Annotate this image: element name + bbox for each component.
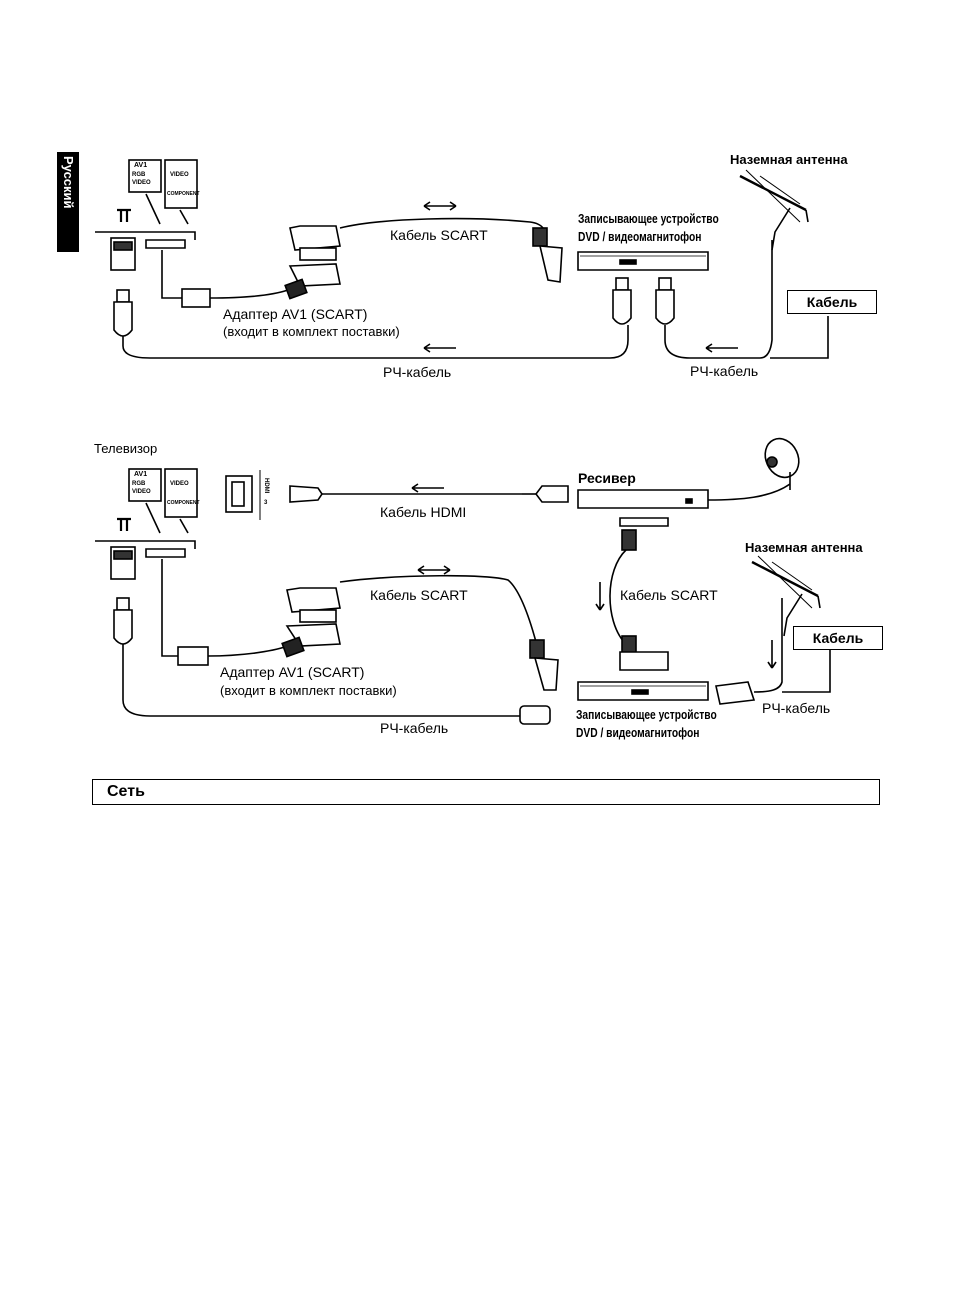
cable-box-1-label: Кабель	[806, 294, 858, 310]
cable-box-1: Кабель	[787, 290, 877, 314]
network-section-header: Сеть	[92, 779, 880, 805]
tv-label: Телевизор	[94, 441, 158, 456]
panel-video-label-1b: VIDEO	[170, 172, 189, 178]
panel-component-label-1: COMPONENT	[167, 191, 200, 197]
av1-label-plate-1	[128, 159, 162, 193]
rf-cable-label-1-right: РЧ-кабель	[690, 363, 759, 379]
language-tab-label: Русский	[61, 156, 76, 209]
panel-component-label-2: COMPONENT	[167, 500, 200, 506]
terrestrial-antenna-label-1: Наземная антенна	[730, 152, 848, 167]
adapter-label-2-line2: (входит в комплект поставки)	[220, 683, 397, 698]
scart-cable-label-2-left: Кабель SCART	[370, 587, 468, 603]
panel-hdmi-number: 3	[264, 500, 268, 506]
panel-av1-label-2: AV1	[134, 471, 148, 478]
recorder-label-1-line2: DVD / видеомагнитофон	[578, 230, 702, 244]
rf-cable-label-1-left: РЧ-кабель	[383, 364, 452, 380]
panel-rgb-label-1: RGB	[132, 172, 146, 178]
video-component-plate-1	[164, 159, 198, 209]
rf-cable-label-2-left: РЧ-кабель	[380, 720, 449, 736]
scart-cable-label-1: Кабель SCART	[390, 227, 488, 243]
recorder-label-2-line1: Записывающее устройство	[576, 708, 717, 722]
recorder-label-2-line2: DVD / видеомагнитофон	[576, 726, 700, 740]
scart-cable-label-2-right: Кабель SCART	[620, 587, 718, 603]
panel-av1-label-1: AV1	[134, 162, 148, 169]
panel-video-label-1a: VIDEO	[132, 180, 151, 186]
adapter-label-2-line1: Адаптер AV1 (SCART)	[220, 664, 365, 680]
panel-hdmi-label: HDMI	[263, 478, 269, 494]
terrestrial-antenna-label-2: Наземная антенна	[745, 540, 863, 555]
panel-video-label-2b: VIDEO	[170, 481, 189, 487]
panel-video-label-2a: VIDEO	[132, 489, 151, 495]
tv-panel-edge-1	[95, 231, 196, 240]
panel-rgb-label-2: RGB	[132, 481, 146, 487]
rf-cable-label-2-right: РЧ-кабель	[762, 700, 831, 716]
hdmi-cable-label: Кабель HDMI	[380, 504, 467, 520]
recorder-label-1-line1: Записывающее устройство	[578, 212, 719, 226]
cable-box-2: Кабель	[793, 626, 883, 650]
adapter-label-1-line1: Адаптер AV1 (SCART)	[223, 306, 368, 322]
cable-box-2-label: Кабель	[812, 630, 864, 646]
language-tab: Русский	[57, 152, 79, 252]
receiver-label: Ресивер	[578, 470, 636, 486]
adapter-label-1-line2: (входит в комплект поставки)	[223, 324, 400, 339]
network-section-title: Сеть	[107, 783, 145, 800]
